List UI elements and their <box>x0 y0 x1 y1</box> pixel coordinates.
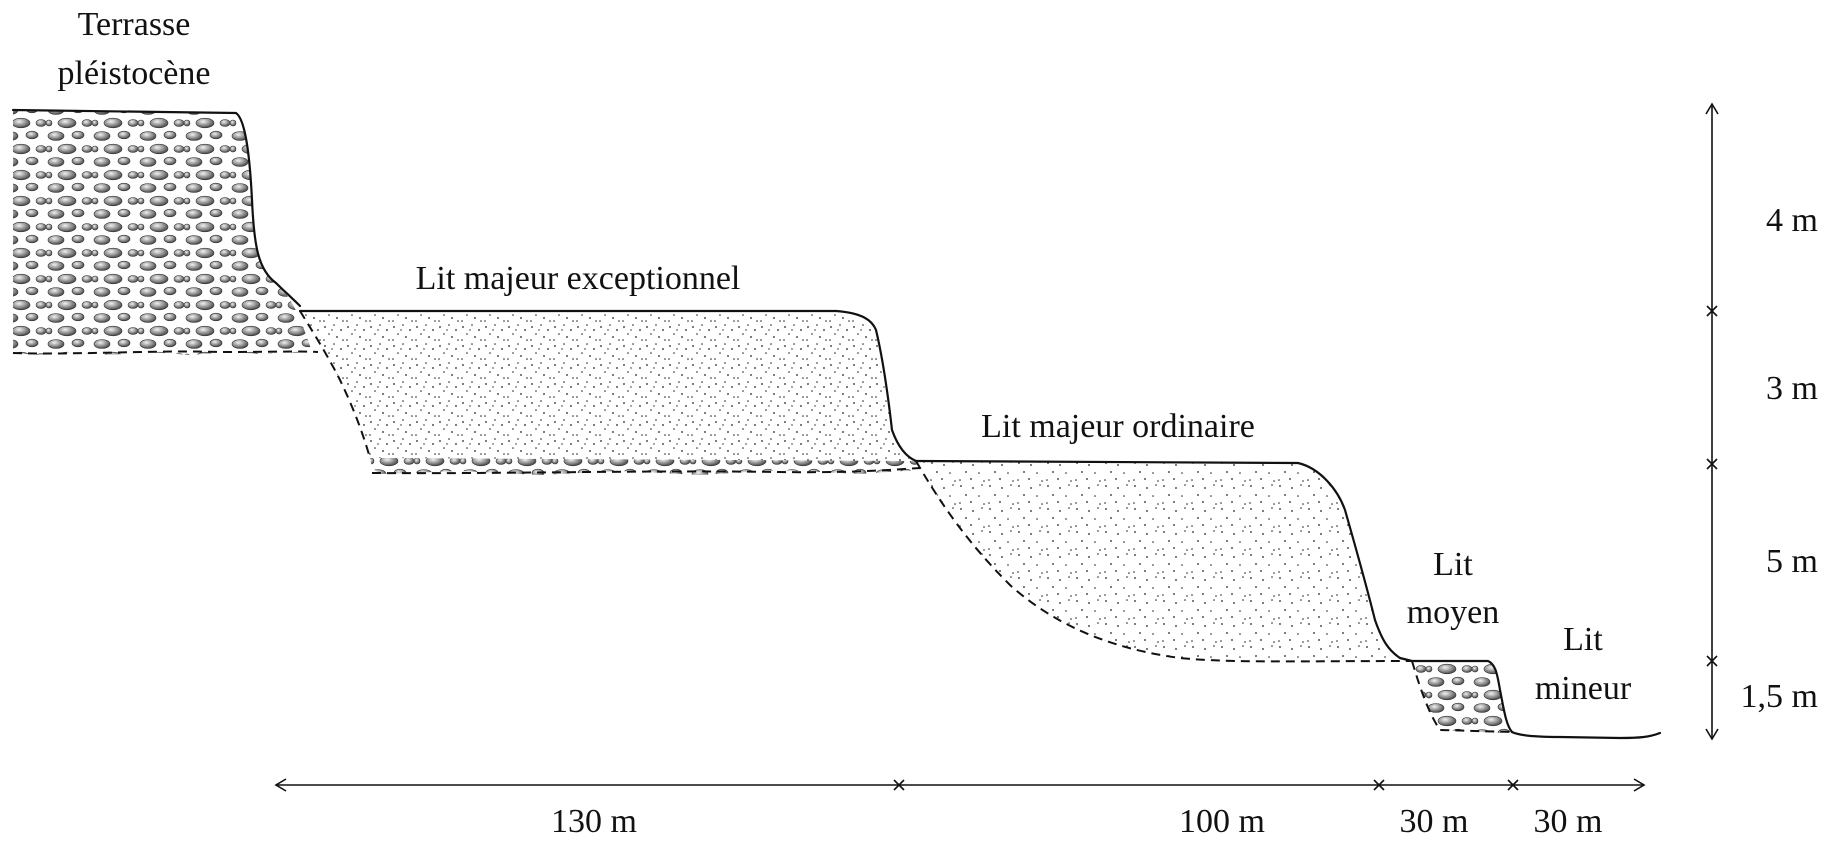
width-label-30m-a: 30 m <box>1400 803 1469 840</box>
lit-moyen-surface <box>1398 656 1514 734</box>
lit-mineur-label-line1: Lit <box>1563 621 1603 658</box>
terrace-label-line2: pléistocène <box>58 55 211 92</box>
width-label-100m: 100 m <box>1179 803 1265 840</box>
height-label-1-5m: 1,5 m <box>1741 678 1818 715</box>
lit-majeur-exceptionnel-base <box>299 310 371 459</box>
lit-moyen-label-line1: Lit <box>1433 546 1473 583</box>
lit-moyen-gravel-deposit <box>1412 661 1512 733</box>
lit-mineur-label-line2: mineur <box>1535 670 1632 707</box>
height-label-3m: 3 m <box>1766 370 1818 407</box>
width-label-130m: 130 m <box>551 803 637 840</box>
lit-majeur-exceptionnel-surface <box>298 309 918 463</box>
horizontal-dimension-line <box>274 778 1646 792</box>
terrace-base-line <box>12 350 319 355</box>
lit-majeur-exceptionnel-deposit <box>300 311 916 461</box>
lit-majeur-ordinaire-base <box>915 460 1413 663</box>
lit-majeur-exceptionnel-gravel-line <box>371 467 921 475</box>
lit-majeur-exceptionnel-gravel-base <box>370 458 918 475</box>
lit-majeur-ordinaire-label: Lit majeur ordinaire <box>981 408 1255 445</box>
lit-moyen-label-line2: moyen <box>1407 594 1500 631</box>
lit-majeur-ordinaire-deposit <box>916 461 1420 662</box>
terrace-surface-line <box>11 108 302 308</box>
lit-moyen-base <box>1411 660 1513 733</box>
terrace-gravel-deposit <box>13 110 312 355</box>
lit-mineur-surface <box>1510 730 1662 740</box>
lit-majeur-ordinaire-surface <box>914 459 1402 660</box>
vertical-dimension-line <box>1705 102 1719 741</box>
height-label-5m: 5 m <box>1766 543 1818 580</box>
lit-majeur-exceptionnel-label: Lit majeur exceptionnel <box>416 260 741 297</box>
width-label-30m-b: 30 m <box>1534 803 1603 840</box>
height-label-4m: 4 m <box>1766 202 1818 239</box>
terrace-label-line1: Terrasse <box>78 6 191 43</box>
